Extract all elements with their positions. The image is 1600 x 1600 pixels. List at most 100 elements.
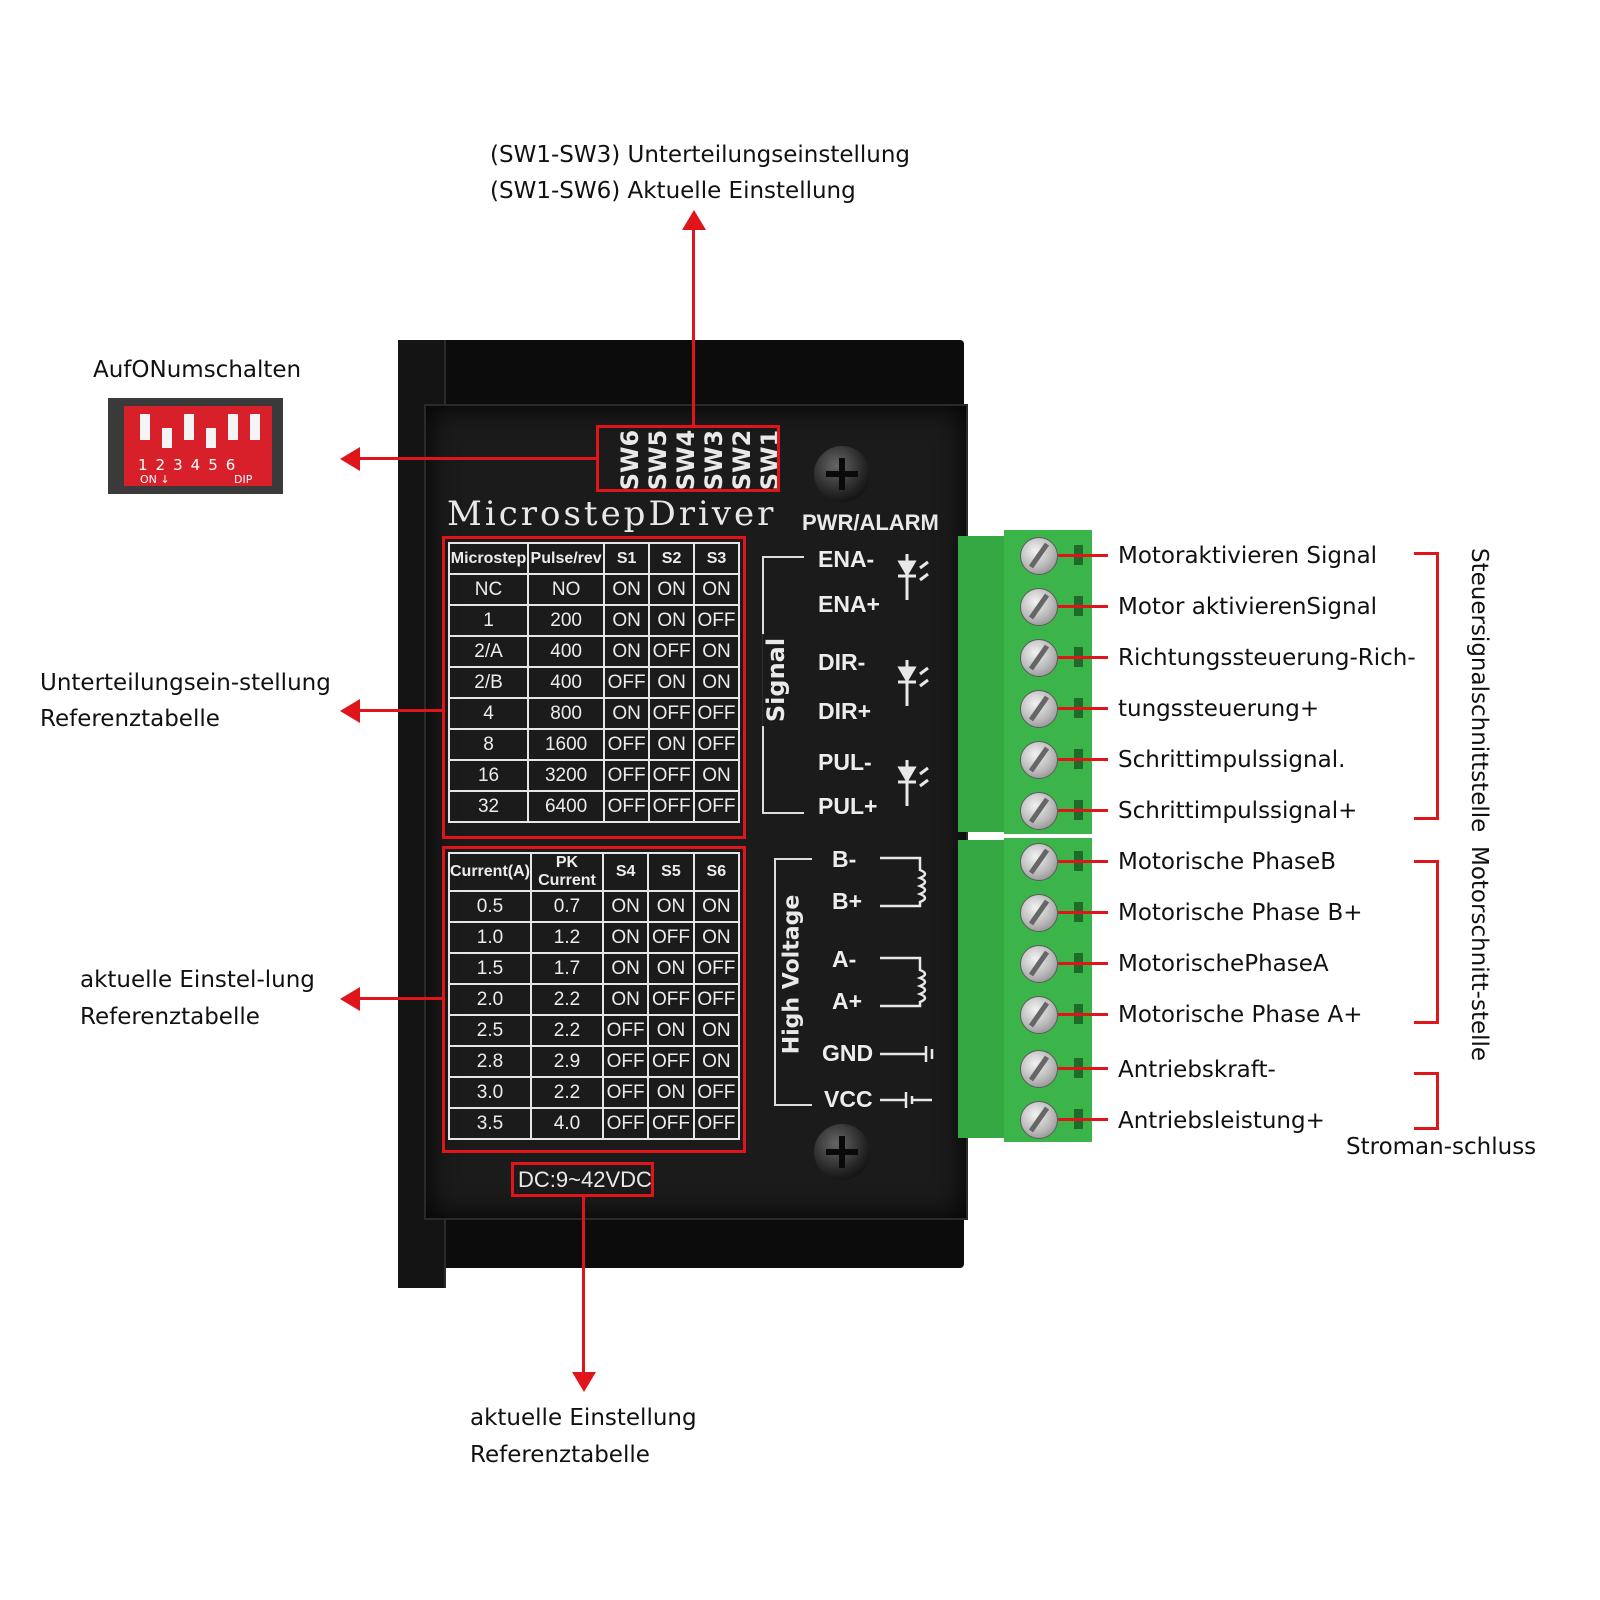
dip-number-4: 4 [190,456,201,474]
current-table-cell: ON [692,890,741,923]
terminal-screw-icon[interactable] [1020,996,1058,1034]
callout-dir-minus: Richtungssteuerung-Rich- [1118,645,1416,671]
callout-a-plus: Motorische Phase A+ [1118,1002,1363,1028]
current-table-cell: 1.2 [530,921,604,954]
microstep-table-cell: ON [648,604,696,637]
microstep-table-cell: 2/A [447,635,530,668]
bottom-panel-screw [814,1124,870,1180]
terminal-leader-line [1058,605,1108,608]
microstep-table-cell: OFF [693,604,740,637]
microstep-table-cell: 800 [527,697,606,730]
current-arrow-shaft [358,997,442,1000]
microstep-table-cell: OFF [648,759,696,792]
terminal-leader-line [1058,1118,1108,1121]
microstep-table-cell: 3200 [527,759,606,792]
terminal-screw-icon[interactable] [1020,843,1058,881]
terminal-screw-icon[interactable] [1020,894,1058,932]
sw-label-highlight [596,425,780,492]
terminal-screw-icon[interactable] [1020,690,1058,728]
microstep-table-cell: OFF [648,635,696,668]
microstep-table-header-cell: S1 [603,542,651,575]
current-table-cell: ON [647,952,695,985]
microstep-table-cell: NC [447,573,530,606]
terminal-leader-line [1058,962,1108,965]
microstep-table-cell: OFF [693,697,740,730]
terminal-block-motor-power [1004,838,1092,1142]
current-table-header-cell: PK Current [530,852,604,892]
microstep-table-cell: 1 [447,604,530,637]
microstep-table-cell: 400 [527,666,606,699]
terminal-screw-icon[interactable] [1020,945,1058,983]
current-table-cell: 2.2 [530,1076,604,1109]
terminal-screw-icon[interactable] [1020,741,1058,779]
dip-numbers: 1 2 3 4 5 6 [138,456,278,474]
microstep-table-header-cell: Pulse/rev [527,542,606,575]
current-table-cell: ON [601,921,650,954]
coil-icon-a [880,956,927,1008]
microstep-table-header-cell: S2 [648,542,696,575]
microstep-table-cell: OFF [603,666,651,699]
pin-label-a-minus: A- [832,946,857,972]
microstep-callout-line1: Unterteilungsein-stellung [40,670,331,696]
terminal-housing-top [958,536,1004,832]
current-table-cell: ON [601,890,650,923]
terminal-leader-line [1058,758,1108,761]
terminal-leader-line [1058,707,1108,710]
terminal-screw-icon[interactable] [1020,1050,1058,1088]
pin-label-pul-minus: PUL- [818,749,872,775]
microstep-table-cell: 200 [527,604,606,637]
pin-label-pul-plus: PUL+ [818,793,878,819]
current-table-cell: ON [647,1076,695,1109]
optocoupler-icon-dir [897,660,929,706]
current-table-cell: 0.7 [530,890,604,923]
current-table-header-cell: S6 [692,852,741,892]
current-table-cell: ON [692,921,741,954]
callout-ena-plus: Motor aktivierenSignal [1118,594,1378,620]
terminal-screw-icon[interactable] [1020,792,1058,830]
terminal-screw-icon[interactable] [1020,588,1058,626]
high-voltage-bracket [774,858,812,1106]
current-table-cell: ON [692,1014,741,1047]
current-table-header-cell: Current(A) [448,852,532,892]
terminal-screw-icon[interactable] [1020,639,1058,677]
microstep-table-cell: ON [648,666,696,699]
power-icon [880,1092,932,1108]
terminal-screw-icon[interactable] [1020,1101,1058,1139]
microstep-table-cell: ON [603,697,651,730]
current-table-cell: OFF [601,1076,650,1109]
current-table-cell: 1.5 [448,952,532,985]
motor-group-label: Motorschnitt-stelle [1466,846,1492,1062]
microstep-table-cell: OFF [603,790,651,823]
power-group-bracket [1414,1072,1439,1130]
current-table-highlight [442,846,746,1153]
pin-label-gnd: GND [822,1040,874,1066]
current-table-cell: 2.0 [448,983,532,1016]
current-table-cell: OFF [692,1107,741,1140]
signal-label: Signal [762,633,791,727]
power-group-label: Stroman-schluss [1346,1134,1537,1160]
microstep-table-cell: OFF [693,728,740,761]
callout-gnd: Antriebskraft- [1118,1057,1276,1083]
pin-label-b-minus: B- [832,846,857,872]
microstep-table-cell: ON [693,635,740,668]
pin-label-a-plus: A+ [832,988,863,1014]
dip-toggle-4 [206,428,216,448]
current-table-cell: OFF [647,921,695,954]
bottom-arrow-shaft [582,1197,585,1375]
microstep-table-cell: 400 [527,635,606,668]
current-table-cell: 3.5 [448,1107,532,1140]
dip-dip-label: DIP [234,473,253,486]
current-table-cell: OFF [692,983,741,1016]
terminal-screw-icon[interactable] [1020,537,1058,575]
motor-group-bracket [1414,860,1439,1024]
